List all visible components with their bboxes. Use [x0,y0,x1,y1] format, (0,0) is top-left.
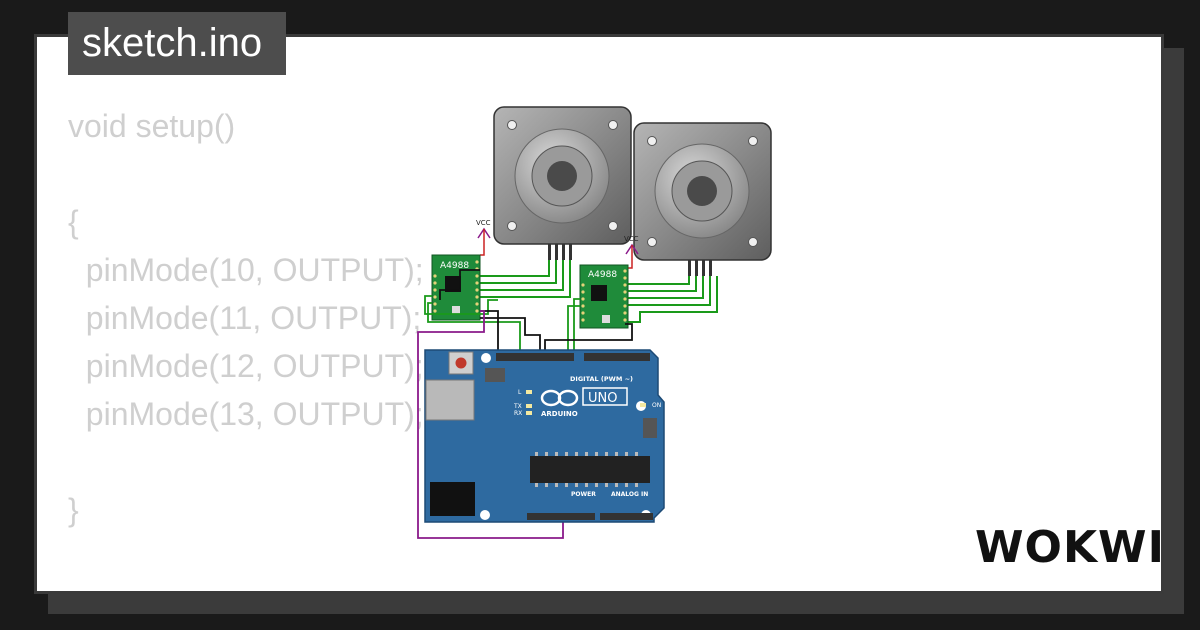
wokwi-logo: WOKWI [975,522,1165,573]
file-tab-label: sketch.ino [82,21,263,65]
stepper-motor-2[interactable] [633,122,772,276]
vcc-symbol-2: VCC [624,235,639,269]
svg-text:L: L [518,389,522,396]
code-editor[interactable]: void setup() { pinMode(10, OUTPUT); pinMo… [68,102,424,534]
code-line: pinMode(11, OUTPUT); [68,300,422,336]
svg-text:UNO: UNO [588,391,617,406]
a4988-driver-2[interactable]: A4988 [579,264,629,329]
svg-text:ANALOG IN: ANALOG IN [611,491,648,498]
circuit-diagram: VCC VCC A4988 A4988 [417,106,772,539]
stepper-motor-1[interactable] [493,106,632,260]
code-line [68,438,424,486]
code-line: pinMode(13, OUTPUT); [68,396,424,432]
svg-text:RX: RX [514,410,522,417]
usb-port [425,379,475,421]
code-line: } [68,492,79,528]
code-line: void setup() [68,108,236,144]
arduino-logo: ARDUINO UNO [540,387,628,418]
microcontroller-chip [530,456,650,483]
wires-motor-2 [628,276,718,323]
wires-motor-1 [480,260,571,298]
svg-text:ON: ON [652,402,661,409]
wire-ground [417,310,564,539]
a4988-driver-1[interactable]: A4988 [431,254,481,321]
code-line [68,150,424,198]
code-line: pinMode(12, OUTPUT); [68,348,424,384]
arduino-uno-board[interactable]: DIGITAL (PWM ~) ARDUINO UNO L TX RX ON P… [424,349,665,523]
code-line: { [68,204,79,240]
wires-signal [424,269,633,356]
svg-text:POWER: POWER [571,491,596,498]
svg-text:DIGITAL (PWM ~): DIGITAL (PWM ~) [570,375,633,383]
file-tab[interactable]: sketch.ino [68,12,286,75]
svg-text:VCC: VCC [624,235,639,243]
vcc-symbol-1: VCC [476,219,491,256]
power-jack [430,482,475,516]
svg-text:TX: TX [513,403,522,410]
code-line: pinMode(10, OUTPUT); [68,252,424,288]
svg-text:VCC: VCC [476,219,491,227]
svg-text:A4988: A4988 [440,261,469,271]
svg-text:A4988: A4988 [588,270,617,280]
svg-text:ARDUINO: ARDUINO [541,410,578,418]
